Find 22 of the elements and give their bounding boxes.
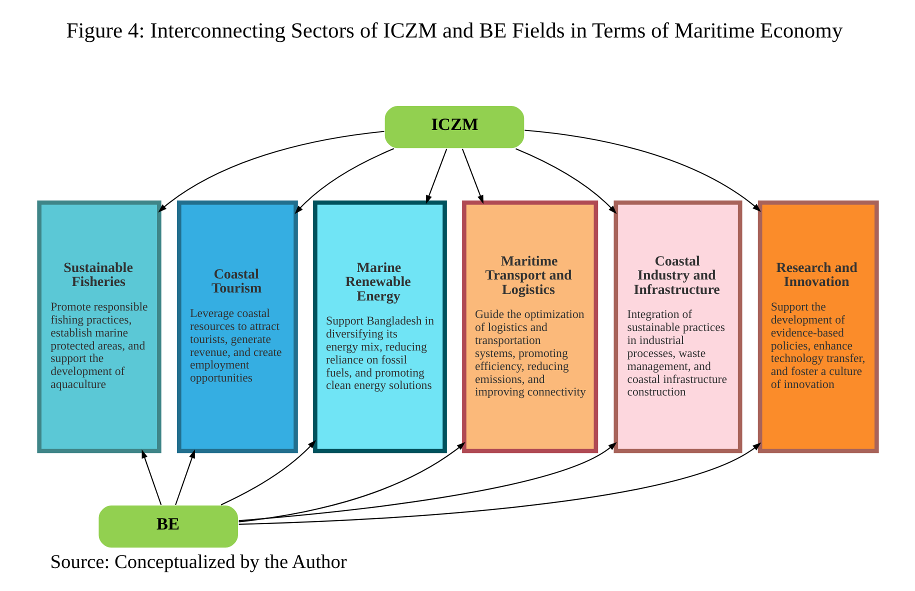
arrow — [238, 442, 761, 525]
node-box: Research and Innovation Support the development of evidence-based policies, enhance technology transfer, and foster a culture of innovation — [757, 200, 878, 454]
node-box: Marine Renewable Energy Support Bangladesh in diversifying its energy mix, reducing reliance on fossil fuels, and promoting clean energy solutions — [312, 200, 446, 454]
arrow — [238, 442, 616, 522]
arrow — [141, 450, 162, 506]
node-box: Maritime Transport and Logistics Guide the optimization of logistics and transportation systems, promoting efficiency, reducing emissions, and improving connectivity — [462, 200, 598, 454]
arrow — [174, 450, 194, 506]
node-box: Sustainable Fisheries Promote responsible fishing practices, establish marine protected areas, and support the development of aquaculture — [36, 200, 161, 454]
diagram-title: Figure 4: Interconnecting Sectors of ICZM and BE Fields in Terms of Maritime Economy — [66, 18, 842, 42]
arrow — [515, 148, 616, 214]
arrow — [425, 148, 447, 204]
node-box: ICZM — [383, 104, 525, 150]
caption: Source: Conceptualized by the Author — [50, 552, 346, 574]
arrow — [220, 440, 316, 506]
node-box: BE — [97, 504, 239, 549]
arrow — [294, 148, 394, 214]
arrow — [238, 442, 465, 522]
arrow — [524, 130, 761, 212]
node-box: Coastal Industry and Infrastructure Integration of sustainable practices in industrial processes, waste management, and coastal infrastructure construction — [613, 200, 742, 454]
node-box: Coastal Tourism Leverage coastal resources to attract tourists, generate revenue, and create employment opportunities — [176, 200, 298, 454]
arrow — [461, 148, 483, 204]
arrow — [158, 130, 384, 212]
